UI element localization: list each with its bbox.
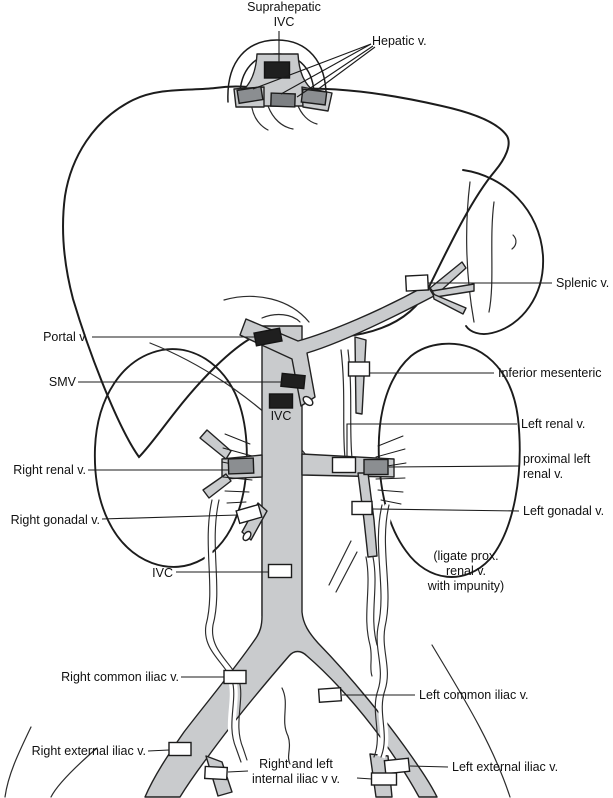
lymphatic-stroke <box>328 540 352 586</box>
label-right-renal-v: Right renal v. <box>13 463 86 477</box>
right-gonadal-clamp <box>235 503 263 525</box>
label-ligate-note: (ligate prox. renal v. with impunity) <box>427 549 505 593</box>
label-smv: SMV <box>48 375 76 389</box>
vessels <box>144 53 475 798</box>
left-internal-iliac-clamp <box>370 772 398 786</box>
right-gonadal-cut-end <box>242 530 252 542</box>
label-left-renal-v: Left renal v. <box>521 417 586 431</box>
right-renal-branch-lower <box>202 473 232 499</box>
right-ureter <box>205 499 242 763</box>
duodenum-line <box>340 349 346 459</box>
left-common-iliac-clamp <box>317 687 343 703</box>
label-ivc: IVC <box>152 566 173 580</box>
smv-cut-end <box>302 395 314 407</box>
label-proximal-left-renal-v: proximal left renal v. <box>523 452 591 481</box>
hepatic-vein-clamp-right <box>300 88 328 106</box>
leader-right-internal-iliac-v <box>227 770 249 773</box>
label-right-common-iliac-v: Right common iliac v. <box>61 670 179 684</box>
spleen-outline <box>462 169 544 335</box>
clamps <box>168 61 430 786</box>
body-wall-line <box>4 726 32 798</box>
label-left-gonadal-v: Left gonadal v. <box>523 504 605 518</box>
leader-hepatic-v <box>296 45 374 98</box>
left-ureter <box>373 504 383 758</box>
label-portal-v: Portal v. <box>43 330 88 344</box>
lymphatic-stroke <box>335 551 358 593</box>
portal-vein-clamp <box>253 327 283 347</box>
inferior-mesenteric-clamp <box>347 361 371 377</box>
left-external-iliac-clamp <box>383 757 411 775</box>
right-common-iliac-clamp <box>223 669 247 685</box>
spleen-fold <box>488 201 495 313</box>
leader-left-internal-iliac-v <box>356 777 373 780</box>
left-kidney-outline <box>377 342 521 578</box>
ivc-clamp <box>267 563 293 579</box>
leader-right-gonadal-v <box>101 514 239 520</box>
left-gonadal-continuation <box>372 556 378 646</box>
left-gonadal-continuation <box>365 556 373 677</box>
leader-hepatic-v <box>280 43 372 95</box>
label-splenic-v: Splenic v. <box>556 276 610 290</box>
leader-proximal-left-renal-v <box>388 465 520 468</box>
label-left-external-iliac-v: Left external iliac v. <box>452 760 559 774</box>
hepatic-vein-clamp-middle <box>270 92 296 108</box>
spleen-notch <box>511 234 517 250</box>
label-right-external-iliac-v: Right external iliac v. <box>31 744 146 758</box>
leader-hepatic-v <box>252 43 372 90</box>
portal-venous-system <box>239 284 435 407</box>
right-renal-clamp <box>227 457 255 475</box>
right-internal-iliac-clamp <box>203 765 229 781</box>
label-ivc-marker: IVC <box>270 409 292 423</box>
leader-left-external-iliac-v <box>409 765 449 768</box>
right-external-iliac-clamp <box>168 741 192 757</box>
porta-detail <box>261 313 301 323</box>
label-right-gonadal-v: Right gonadal v. <box>10 513 100 527</box>
left-renal-proximal-clamp <box>331 456 357 474</box>
kidney-hilum-striations <box>221 433 407 505</box>
leader-lines <box>78 31 552 780</box>
pelvic-brim-line <box>431 644 511 798</box>
porta-detail <box>223 295 310 323</box>
sacral-detail <box>281 687 291 765</box>
leader-right-external-iliac-v <box>147 749 170 752</box>
right-renal-branch-upper <box>199 429 232 460</box>
left-gonadal-clamp <box>351 500 373 516</box>
splenic-hilum-branch <box>432 293 467 315</box>
suprahepatic-ivc-clamp <box>263 61 291 79</box>
leader-left-gonadal-v <box>372 508 520 512</box>
body-wall-line <box>50 747 98 798</box>
left-ureter <box>380 504 390 758</box>
label-left-common-iliac-v: Left common iliac v. <box>419 688 529 702</box>
ivc-marker-clamp <box>268 393 294 409</box>
splenic-vein-clamp <box>404 274 430 292</box>
leader-hepatic-v <box>316 46 376 91</box>
label-internal-iliac-vv: Right and left internal iliac v v. <box>252 757 340 786</box>
right-ureter <box>212 499 248 761</box>
hepatic-vein-clamp-left <box>236 85 264 105</box>
label-hepatic-v: Hepatic v. <box>372 34 427 48</box>
ureters <box>201 499 393 764</box>
leader-left-renal-v <box>346 423 517 456</box>
right-kidney-outline <box>93 348 248 568</box>
label-inferior-mesenteric: Inferior mesenteric <box>498 366 602 380</box>
spleen-inner-edge <box>466 181 475 323</box>
smv-clamp <box>280 372 306 390</box>
label-suprahepatic-ivc: Suprahepatic IVC <box>247 0 321 29</box>
left-renal-distal-clamp <box>363 458 389 476</box>
